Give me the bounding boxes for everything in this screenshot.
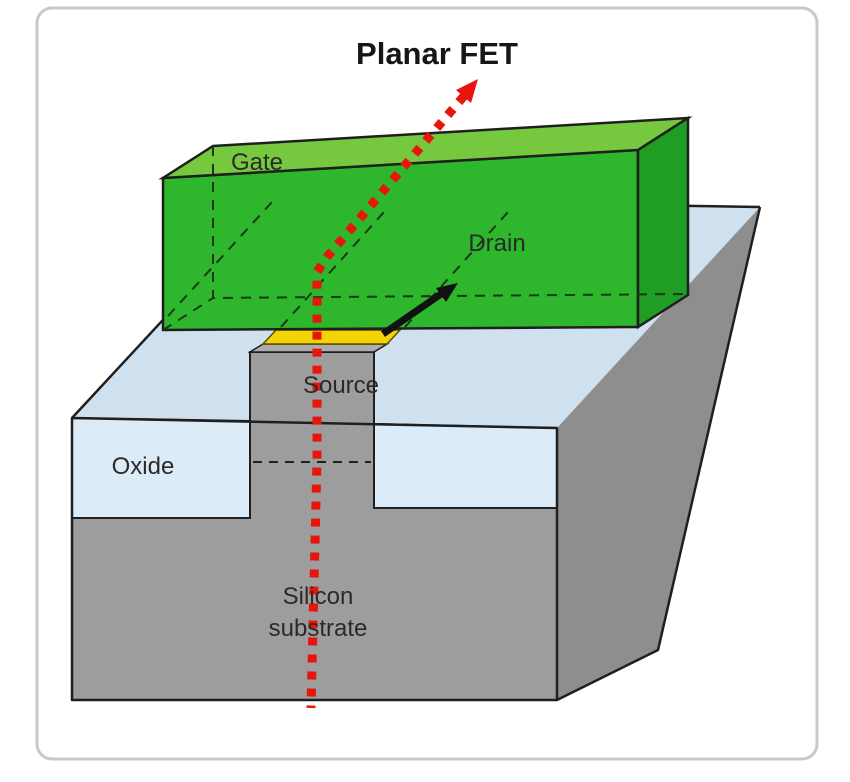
current-arrow bbox=[381, 291, 443, 337]
cut-line-arrowhead bbox=[456, 79, 478, 103]
gate-right-face bbox=[636, 115, 690, 330]
substrate-outline bbox=[70, 197, 762, 702]
oxide-label: Oxide bbox=[112, 453, 175, 480]
substrate-right-face bbox=[557, 207, 760, 700]
gate-hidden-edges bbox=[162, 146, 687, 331]
cut-line bbox=[306, 93, 468, 709]
current-arrow-head bbox=[436, 283, 458, 302]
source-label: Source bbox=[303, 372, 379, 399]
silicon-ridge-front-face bbox=[250, 352, 374, 520]
substrate-label-line1: Silicon bbox=[283, 583, 354, 610]
channel-strip bbox=[261, 329, 402, 345]
substrate-label-line2: substrate bbox=[269, 615, 368, 642]
hidden-substrate-edge bbox=[167, 201, 273, 317]
oxide-front-right bbox=[373, 422, 558, 509]
gate-label: Gate bbox=[231, 149, 283, 176]
diagram-title: Planar FET bbox=[356, 36, 518, 71]
drain-label: Drain bbox=[468, 230, 525, 257]
